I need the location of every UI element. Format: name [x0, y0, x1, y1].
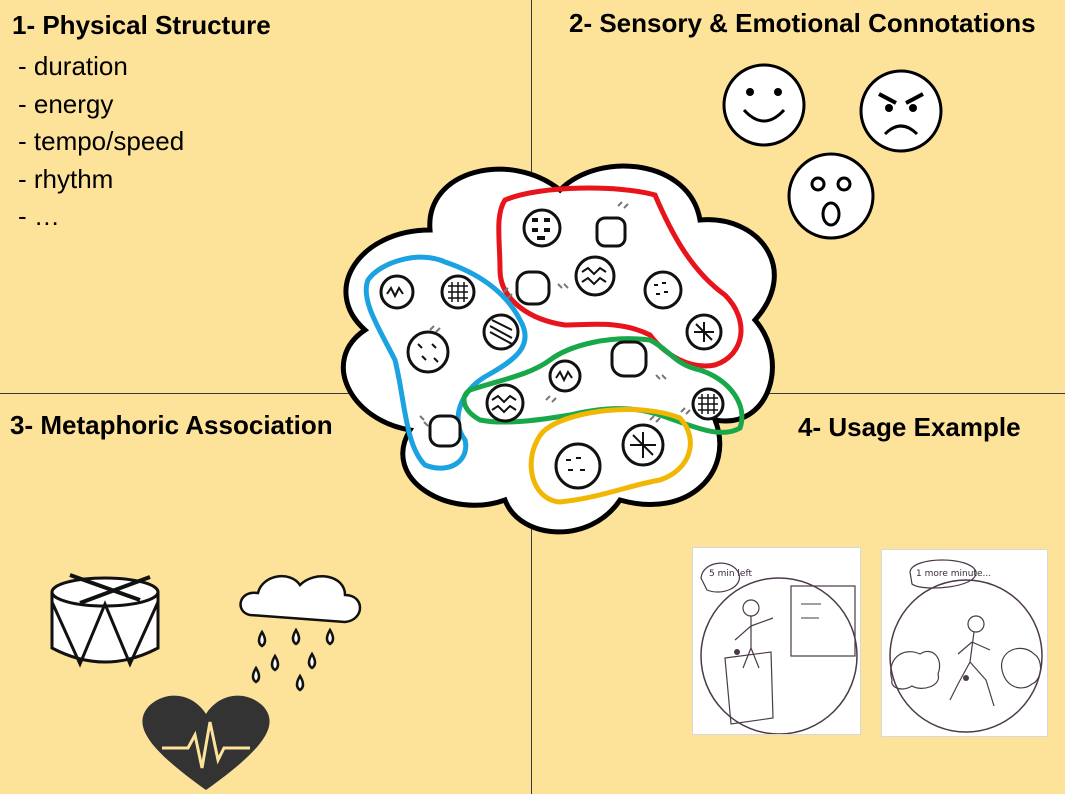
usage-sketch-running: 1 more minute... — [881, 549, 1048, 737]
drum-icon — [50, 573, 160, 668]
sound-glyph — [643, 270, 683, 310]
list-item: - … — [18, 201, 60, 231]
sound-glyph — [522, 208, 562, 248]
sound-glyph — [485, 383, 525, 423]
glyph-mark — [532, 218, 550, 240]
sound-cloud-diagram — [340, 163, 777, 535]
sound-glyph — [595, 216, 627, 248]
presentation-sketch: 5 min left — [700, 562, 858, 735]
rain-cloud-icon — [239, 574, 362, 692]
usage-example-title: 4- Usage Example — [798, 412, 1021, 442]
glyph-mark — [448, 282, 468, 302]
sound-glyph — [610, 340, 648, 378]
list-item: - tempo/speed — [18, 126, 185, 156]
glyph-mark — [555, 370, 573, 383]
heartbeat-icon — [142, 695, 270, 790]
right-bubble-text: 1 more minute... — [916, 569, 991, 579]
glyph-mark — [417, 343, 439, 363]
sound-glyph — [406, 330, 450, 374]
glyph-mark — [630, 432, 656, 458]
glyph-mark — [694, 322, 714, 342]
metaphoric-association-title: 3- Metaphoric Association — [10, 410, 333, 440]
glyph-mark — [491, 394, 517, 414]
sound-glyph — [515, 270, 551, 306]
glyph-mark — [581, 266, 607, 286]
physical-structure-title: 1- Physical Structure — [12, 10, 271, 40]
sound-glyphs — [379, 208, 725, 490]
list-item: - energy — [18, 88, 114, 119]
motion-marks — [419, 201, 691, 427]
glyph-mark — [386, 286, 404, 299]
green-cluster-outline — [461, 336, 745, 435]
sound-glyph — [428, 414, 462, 448]
physical-structure-list: - duration - energy - tempo/speed - rhyt… — [18, 48, 184, 236]
running-sketch: 1 more minute... — [889, 559, 1043, 733]
usage-sketch-presentation: 5 min left — [692, 547, 861, 735]
sensory-emotional-title: 2- Sensory & Emotional Connotations — [569, 8, 1036, 38]
sound-glyph — [554, 442, 602, 490]
glyph-mark — [654, 282, 668, 295]
left-bubble-text: 5 min left — [709, 569, 752, 579]
happy-face-icon — [722, 63, 806, 147]
list-item: - rhythm — [18, 163, 114, 194]
glyph-mark — [489, 319, 513, 345]
angry-face-icon — [859, 69, 943, 153]
glyph-mark — [566, 457, 585, 471]
yellow-cluster-outline — [528, 407, 693, 505]
glyph-mark — [698, 394, 718, 414]
sound-glyph — [574, 255, 616, 297]
list-item: - duration — [18, 51, 128, 81]
surprised-face-icon — [787, 152, 875, 240]
